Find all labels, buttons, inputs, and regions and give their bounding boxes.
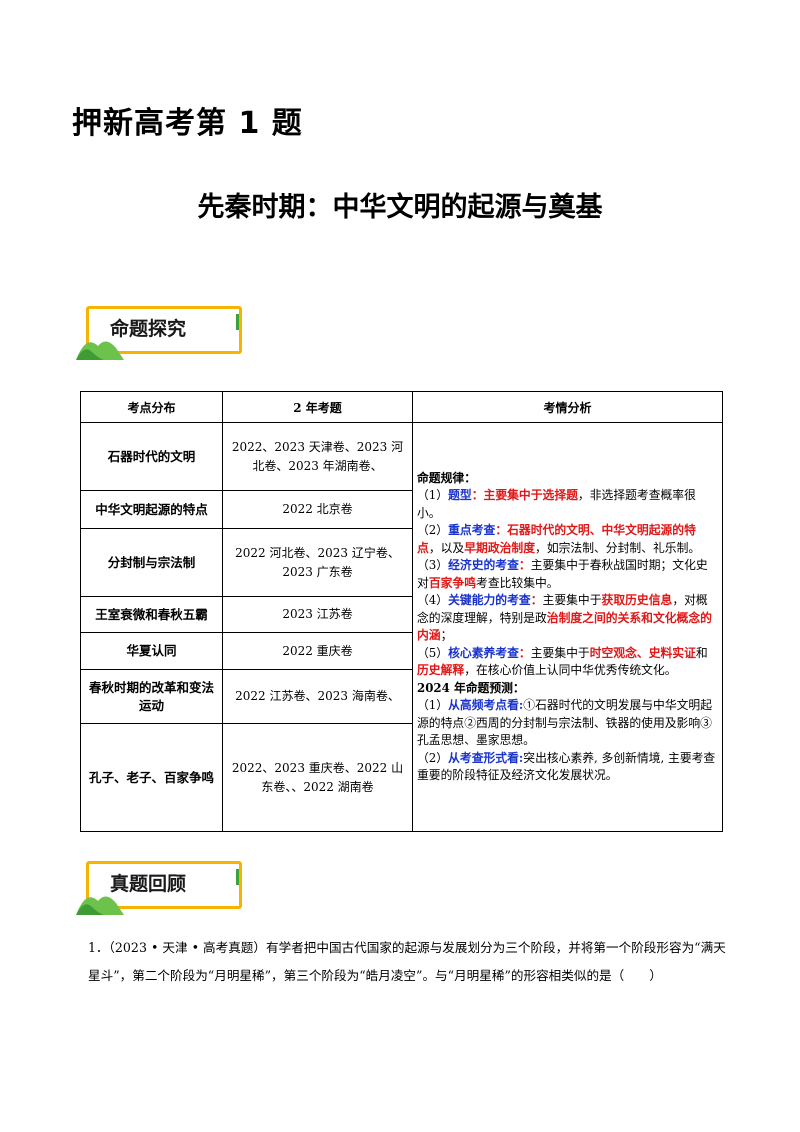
header-years: 2 年考题 — [222, 391, 413, 423]
topic-cell: 石器时代的文明 — [80, 422, 223, 491]
years-cell: 2022、2023 天津卷、2023 河北卷、2023 年湖南卷、 — [222, 422, 413, 491]
rule-item-3: （3）经济史的考查：主要集中于春秋战国时期；文化史对百家争鸣考查比较集中。 — [417, 558, 708, 590]
topic-cell: 春秋时期的改革和变法运动 — [80, 669, 223, 724]
banner-tick-icon — [236, 314, 239, 330]
years-cell: 2023 江苏卷 — [222, 596, 413, 633]
page-title: 押新高考第 1 题 — [72, 106, 303, 141]
forecast-item-2: （2）从考查形式看:突出核心素养, 多创新情境, 主要考查重要的阶段特征及经济文… — [417, 750, 716, 783]
years-cell: 2022、2023 重庆卷、2022 山东卷、、2022 湖南卷 — [222, 723, 413, 832]
rule-item-1: （1）题型：主要集中于选择题，非选择题考查概率很小。 — [417, 488, 696, 520]
years-cell: 2022 河北卷、2023 辽宁卷、2023 广东卷 — [222, 528, 413, 597]
table-row: 华夏认同 2022 重庆卷 — [80, 632, 723, 670]
years-cell: 2022 江苏卷、2023 海南卷、 — [222, 669, 413, 724]
rule-heading: 命题规律： — [417, 470, 476, 485]
question-1: 1．（2023 • 天津 • 高考真题）有学者把中国古代国家的起源与发展划分为三… — [88, 940, 726, 983]
topic-cell: 分封制与宗法制 — [80, 528, 223, 597]
rule-item-4: （4）关键能力的考查：主要集中于获取历史信息，对概念的深度理解，特别是政治制度之… — [417, 593, 712, 642]
table-row: 孔子、老子、百家争鸣 2022、2023 重庆卷、2022 山东卷、、2022 … — [80, 723, 723, 832]
header-topic: 考点分布 — [80, 391, 223, 423]
section-banner-mingti: 命题探究 — [76, 306, 248, 360]
rule-item-2: （2）重点考查：石器时代的文明、中华文明起源的特点，以及早期政治制度，如宗法制、… — [417, 523, 701, 555]
section-banner-zhenti: 真题回顾 — [76, 861, 248, 915]
years-cell: 2022 北京卷 — [222, 490, 413, 529]
table-row: 中华文明起源的特点 2022 北京卷 — [80, 490, 723, 529]
mountain-icon — [76, 896, 124, 915]
exam-analysis-table: 考点分布 2 年考题 考情分析 石器时代的文明 2022、2023 天津卷、20… — [80, 391, 723, 832]
forecast-item-1: （1）从高频考点看:①石器时代的文明发展与中华文明起源的特点②西周的分封制与宗法… — [417, 698, 713, 747]
section-label: 命题探究 — [110, 318, 187, 340]
topic-cell: 华夏认同 — [80, 632, 223, 670]
analysis-cell: 命题规律： （1）题型：主要集中于选择题，非选择题考查概率很小。 （2）重点考查… — [412, 422, 723, 832]
banner-frame — [86, 861, 242, 909]
table-row: 石器时代的文明 2022、2023 天津卷、2023 河北卷、2023 年湖南卷… — [80, 422, 723, 832]
table-header-row: 考点分布 2 年考题 考情分析 — [80, 391, 723, 423]
forecast-heading: 2024 年命题预测： — [417, 680, 525, 695]
rule-item-5: （5）核心素养考查：主要集中于时空观念、史料实证和历史解释，在核心价值上认同中华… — [417, 645, 708, 678]
table-row: 王室衰微和春秋五霸 2023 江苏卷 — [80, 596, 723, 633]
table-row: 分封制与宗法制 2022 河北卷、2023 辽宁卷、2023 广东卷 — [80, 528, 723, 597]
section-label: 真题回顾 — [110, 873, 187, 895]
topic-cell: 王室衰微和春秋五霸 — [80, 596, 223, 633]
years-cell: 2022 重庆卷 — [222, 632, 413, 670]
topic-cell: 孔子、老子、百家争鸣 — [80, 723, 223, 832]
topic-cell: 中华文明起源的特点 — [80, 490, 223, 529]
mountain-icon — [76, 341, 124, 360]
page-subtitle: 先秦时期：中华文明的起源与奠基 — [197, 192, 603, 223]
banner-tick-icon — [236, 869, 239, 885]
table-row: 春秋时期的改革和变法运动 2022 江苏卷、2023 海南卷、 — [80, 669, 723, 724]
header-analysis: 考情分析 — [412, 391, 723, 423]
